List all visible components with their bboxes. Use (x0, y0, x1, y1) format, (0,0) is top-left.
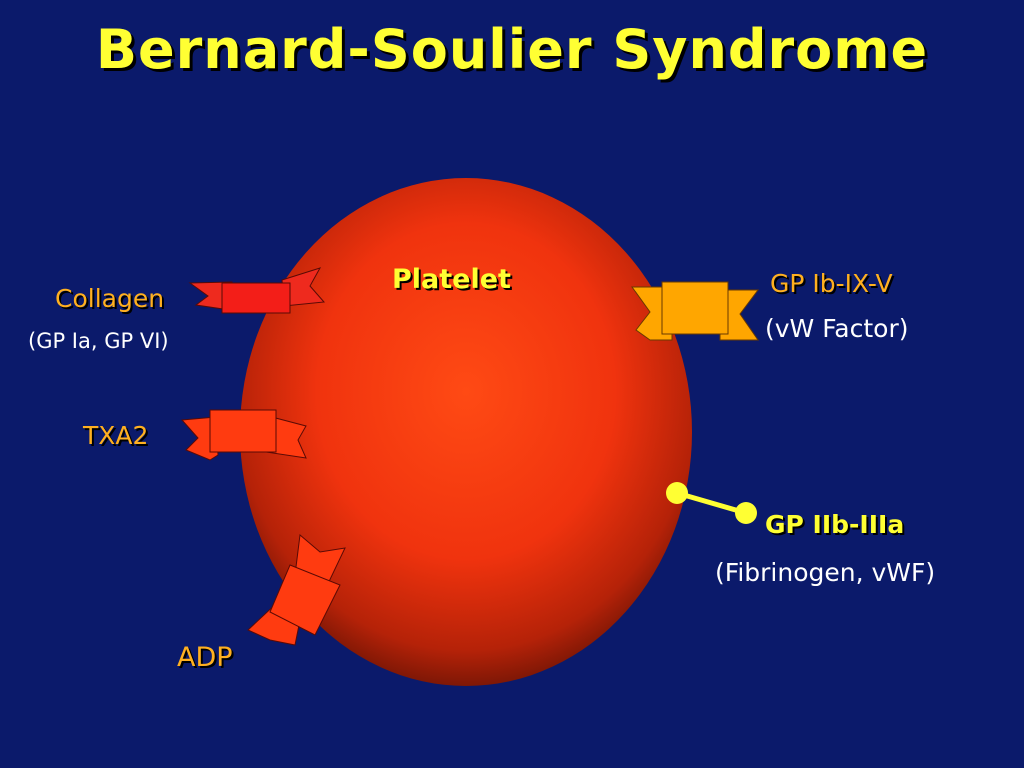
slide-title: Bernard-Soulier Syndrome (95, 18, 929, 81)
platelet-cell (240, 178, 692, 686)
gp-ib-ix-v-label: GP Ib-IX-V (770, 269, 893, 298)
gp-iib-iiia-connector (666, 482, 757, 524)
collagen-receptor-icon (188, 267, 326, 314)
gp-ib-ix-v-receptor-icon (631, 281, 759, 341)
gp-iib-iiia-label: GP IIb-IIIa (765, 510, 905, 539)
collagen-label: Collagen (55, 284, 165, 313)
collagen-sublabel: (GP Ia, GP VI) (28, 329, 169, 353)
txa2-label: TXA2 (83, 421, 149, 450)
platelet-label: Platelet (392, 264, 511, 295)
adp-receptor-icon (247, 534, 346, 646)
txa2-receptor-icon (180, 409, 307, 461)
gp-ib-ix-v-sublabel: (vW Factor) (765, 314, 909, 343)
gp-iib-iiia-sublabel: (Fibrinogen, vWF) (715, 558, 936, 587)
adp-label: ADP (177, 642, 233, 673)
